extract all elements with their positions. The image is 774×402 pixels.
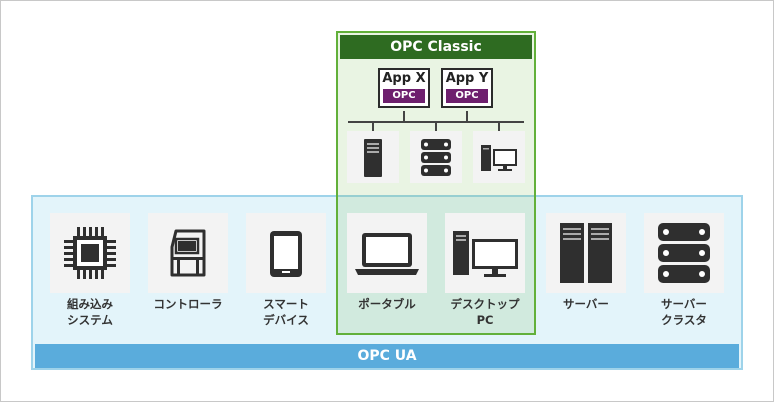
device-desktop <box>445 213 525 293</box>
app-y-box: App Y OPC <box>441 68 493 108</box>
device-smart <box>246 213 326 293</box>
device-controller <box>148 213 228 293</box>
label-line-1: 組み込み <box>67 297 113 311</box>
device-portable <box>347 213 427 293</box>
label-line-1: デスクトップ <box>450 297 520 311</box>
label-line-1: コントローラ <box>153 297 223 311</box>
device-embedded <box>50 213 130 293</box>
server-tower-icon <box>560 223 612 283</box>
label-line-2: デバイス <box>263 313 309 327</box>
app-y-opc-tag: OPC <box>446 89 488 103</box>
classic-device-tower <box>347 131 399 183</box>
device-label-controller: コントローラ <box>140 296 236 312</box>
bus-drop-3 <box>498 121 500 131</box>
label-line-2: システム <box>67 313 113 327</box>
opc-classic-title: OPC Classic <box>340 35 532 59</box>
device-label-portable: ポータブル <box>339 296 435 312</box>
server-tower-icon <box>364 139 382 177</box>
controller-icon <box>170 229 206 277</box>
label-line-2: PC <box>476 313 494 327</box>
label-line-1: スマート <box>263 297 309 311</box>
device-label-embedded: 組み込み システム <box>42 296 138 328</box>
app-x-box: App X OPC <box>378 68 430 108</box>
classic-device-pc <box>473 131 525 183</box>
label-line-2: クラスタ <box>661 313 707 327</box>
label-line-1: ポータブル <box>358 297 416 311</box>
tablet-icon <box>270 231 302 277</box>
server-rack-icon <box>421 139 451 176</box>
opc-ua-label: OPC UA <box>35 344 739 368</box>
desktop-icon <box>481 145 517 171</box>
app-x-name: App X <box>382 71 426 86</box>
app-y-connector <box>466 111 468 121</box>
classic-device-rack <box>410 131 462 183</box>
app-x-opc-tag: OPC <box>383 89 425 103</box>
device-label-smart: スマート デバイス <box>238 296 334 328</box>
laptop-icon <box>355 233 419 275</box>
label-line-1: サーバー <box>661 297 707 311</box>
label-line-1: サーバー <box>563 297 609 311</box>
device-label-server-cluster: サーバー クラスタ <box>636 296 732 328</box>
device-label-desktop: デスクトップ PC <box>437 296 533 328</box>
server-cluster-icon <box>658 223 710 283</box>
bus-drop-2 <box>435 121 437 131</box>
app-y-name: App Y <box>445 71 489 86</box>
device-label-server: サーバー <box>538 296 634 312</box>
device-server <box>546 213 626 293</box>
app-x-connector <box>403 111 405 121</box>
desktop-icon <box>453 231 518 277</box>
bus-drop-1 <box>372 121 374 131</box>
device-server-cluster <box>644 213 724 293</box>
chip-icon <box>64 227 116 279</box>
